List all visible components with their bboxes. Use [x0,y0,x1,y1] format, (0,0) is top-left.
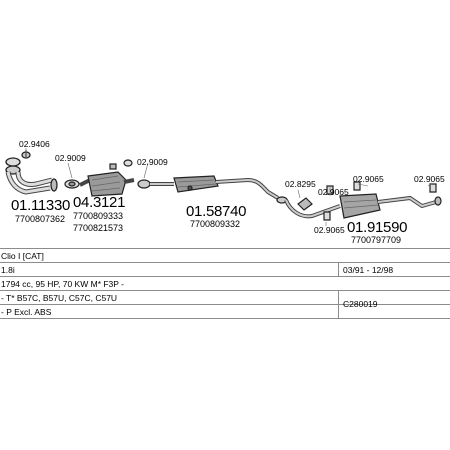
part-number-01-11330: 01.11330 [11,197,71,214]
oem-number-7700821573: 7700821573 [73,223,124,233]
part-number-04-3121: 04.3121 [73,194,126,211]
table-row-divider [0,290,450,291]
oem-number-7700809333: 7700809333 [73,211,124,221]
table-date-range: 03/91 - 12/98 [343,265,394,275]
oem-number-7700809332: 7700809332 [190,219,241,229]
part-number-01-91590: 01.91590 [347,219,408,236]
part-label-02-8295: 02.8295 [285,179,316,189]
table-top-border [0,248,450,249]
centre-silencer-drawing [123,159,280,200]
table-engine-spec: 1794 cc, 95 HP, 70 KW M* F3P - [1,279,124,289]
table-engine: 1.8i [1,265,15,275]
oem-number-7700807362: 7700807362 [15,214,66,224]
table-row-divider [0,262,450,263]
table-kit-code: C280019 [343,299,378,309]
table-column-divider [338,290,339,318]
part-label-02-9009-a: 02.9009 [55,153,86,163]
table-row-divider [0,304,450,305]
part-label-02-9009-b: 02.9009 [137,157,168,167]
part-label-02-9406: 02.9406 [19,139,50,149]
part-label-02-9065-a: 02.9065 [318,187,349,197]
part-number-01-58740: 01.58740 [186,203,247,220]
catalytic-converter-drawing [64,163,135,197]
table-bottom-border [0,318,450,319]
oem-number-7700797709: 7700797709 [351,235,402,245]
part-label-02-9065-c: 02.9065 [353,174,384,184]
table-note: - P Excl. ABS [1,307,52,317]
table-type-codes: - T* B57C, B57U, C57C, C57U [1,293,118,303]
part-label-02-9065-b: 02.9065 [314,225,345,235]
table-column-divider [338,262,339,276]
part-label-02-9065-d: 02.9065 [414,174,445,184]
table-row-divider [0,276,450,277]
table-model: Clio I [CAT] [1,251,44,261]
leader-lines [25,148,433,226]
front-pipe-drawing [5,150,58,195]
